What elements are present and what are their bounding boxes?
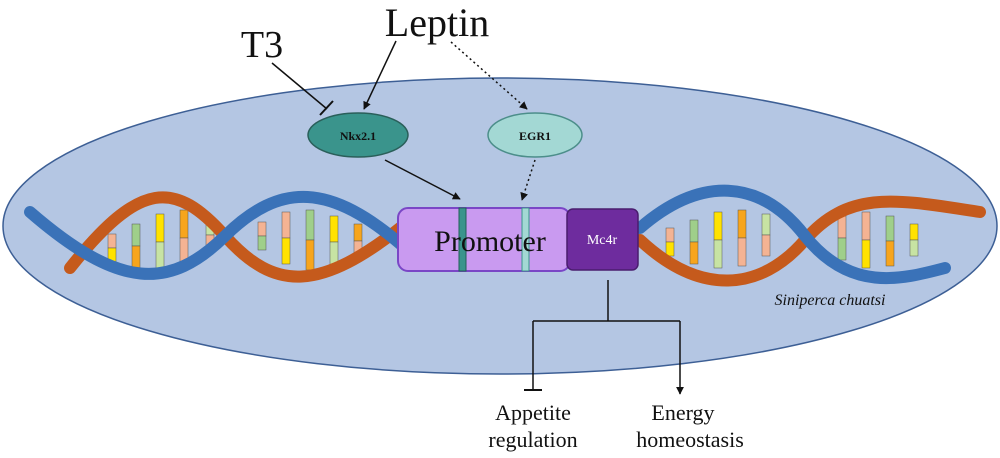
leptin-label: Leptin — [385, 0, 489, 45]
t3-inhibits-nkx-line — [271, 62, 328, 110]
dna-base-pair — [861, 239, 871, 269]
t3-label: T3 — [241, 24, 283, 66]
dna-base-pair — [885, 240, 895, 267]
t3-inhibits-nkx-bar — [319, 100, 334, 116]
species-label: Siniperca chuatsi — [775, 292, 886, 309]
dna-base-pair — [305, 209, 315, 241]
dna-base-pair — [179, 209, 189, 239]
promoter-egr-binding-site — [521, 207, 530, 272]
dna-base-pair — [837, 215, 847, 239]
dna-base-pair — [761, 213, 771, 236]
dna-helix-right — [634, 184, 986, 287]
dna-base-pair — [761, 234, 771, 257]
dna-base-pair — [909, 239, 919, 257]
egr1-node — [487, 112, 583, 158]
dna-base-pair — [689, 219, 699, 243]
mc4r-box — [566, 208, 639, 271]
dna-base-pair — [281, 211, 291, 239]
dna-base-pair — [131, 245, 141, 269]
egr-to-promoter-dotted-arrow — [520, 159, 536, 201]
nkx2-1-node — [307, 112, 409, 158]
energy-homeostasis-label-line1: Energy — [651, 400, 714, 425]
dna-base-pair — [329, 215, 339, 243]
dna-base-pair — [665, 227, 675, 243]
mc4r-output-connector — [524, 280, 684, 395]
promoter-label: Promoter — [434, 225, 546, 258]
dna-base-pair — [281, 237, 291, 265]
dna-base-pair — [155, 213, 165, 243]
mc4r-label: Mc4r — [587, 233, 618, 248]
dna-base-pair — [131, 223, 141, 247]
dna-base-pair — [257, 221, 267, 237]
dna-base-pair — [737, 209, 747, 239]
dna-base-pair — [885, 215, 895, 242]
dna-base-pair — [713, 239, 723, 269]
dna-base-pair — [155, 241, 165, 271]
dna-base-pair — [689, 241, 699, 265]
dna-helix-left — [24, 191, 411, 283]
dna-base-pair — [713, 211, 723, 241]
nkx2-1-label: Nkx2.1 — [340, 129, 376, 143]
dna-base-pair — [353, 223, 363, 242]
dna-base-pair — [665, 241, 675, 257]
promoter-nkx-binding-site — [458, 207, 467, 272]
leptin-to-nkx-arrow — [363, 40, 397, 110]
dna-base-pair — [861, 211, 871, 241]
nkx-to-promoter-arrow — [384, 159, 461, 200]
dna-base-pair — [305, 239, 315, 271]
dna-base-pair — [837, 237, 847, 261]
leptin-to-egr-dotted-arrow — [450, 41, 528, 110]
dna-base-pair — [107, 233, 117, 249]
appetite-regulation-label-line1: Appetite — [495, 400, 571, 425]
dna-strand-blue-right — [634, 184, 951, 285]
dna-strand-blue-left — [24, 191, 411, 280]
dna-base-pair — [909, 223, 919, 241]
egr1-label: EGR1 — [519, 129, 551, 143]
energy-homeostasis-label-line2: homeostasis — [636, 427, 744, 452]
appetite-regulation-label-line2: regulation — [488, 427, 577, 452]
dna-base-pair — [257, 235, 267, 251]
dna-base-pair — [737, 237, 747, 267]
